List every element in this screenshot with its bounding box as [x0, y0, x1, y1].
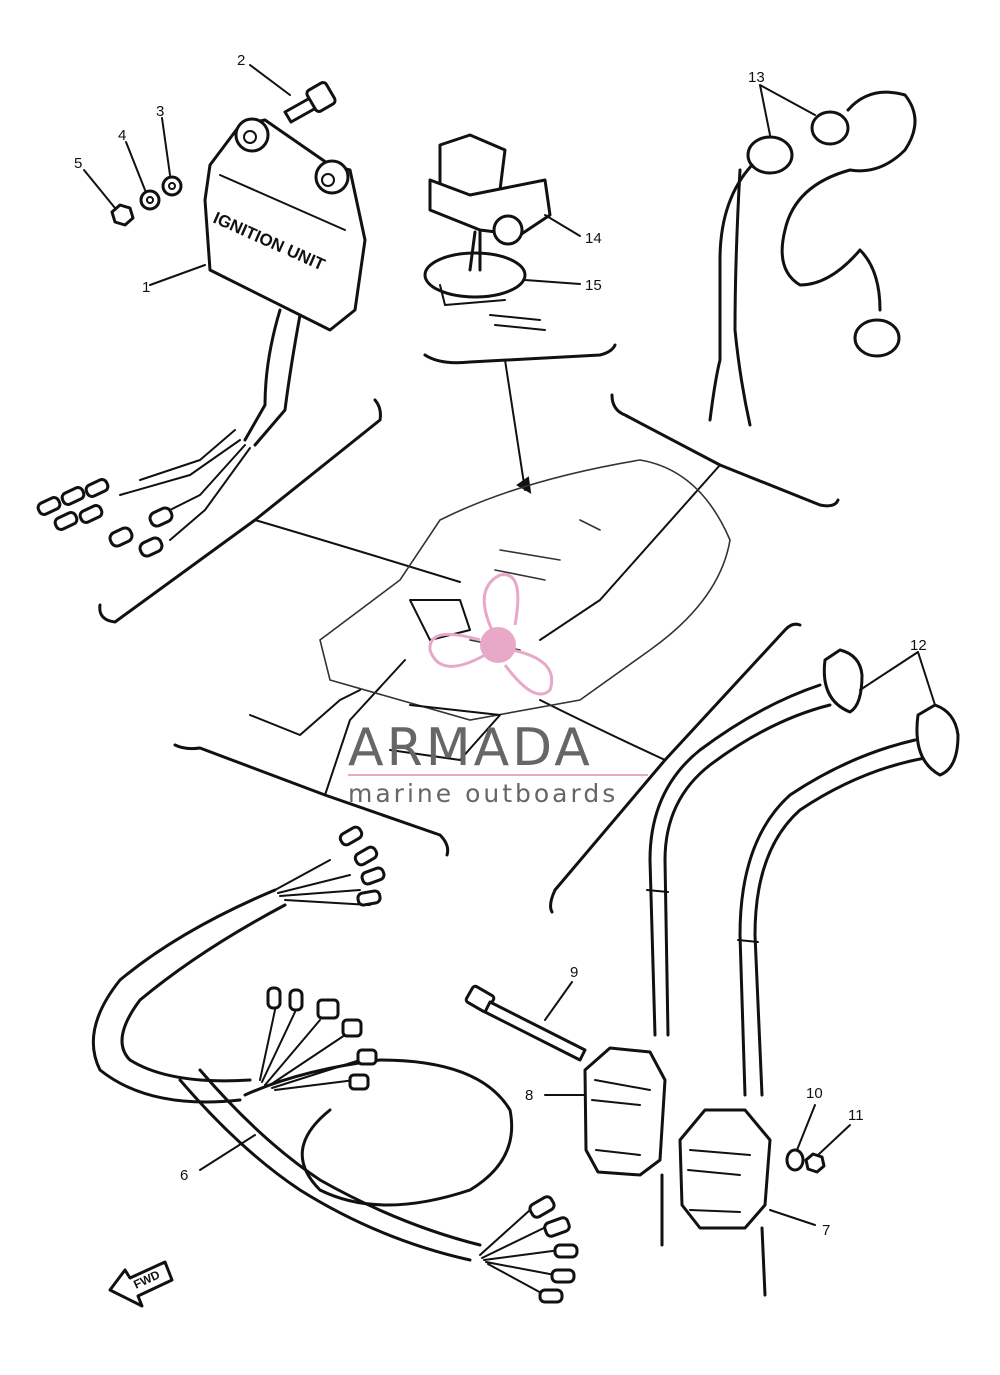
- callout-9: 9: [570, 964, 578, 981]
- mounting-band: [423, 251, 527, 299]
- harness-main-run-b: [198, 1068, 482, 1247]
- coil-7-lead: [760, 1226, 767, 1297]
- harness-lower-loop: [243, 1058, 514, 1207]
- switch-cable-a: [708, 163, 754, 422]
- relay-assembly: [423, 133, 552, 331]
- switch-ring-terminal: [853, 318, 901, 358]
- bracket-relay-group: [423, 343, 617, 365]
- leader-relay: [504, 359, 526, 491]
- ignition-unit-assembly: IGNITION UNIT: [36, 81, 367, 558]
- fwd-arrow-shape: [108, 1260, 174, 1308]
- switch-loop-cable: [780, 90, 917, 312]
- propeller-logo: [428, 573, 554, 696]
- watermark: ARMADA marine outboards: [348, 573, 648, 808]
- callout-2: 2: [237, 52, 245, 69]
- callout-8: 8: [525, 1087, 533, 1104]
- leader-switch: [539, 464, 721, 641]
- coil-7-cable-a: [738, 738, 917, 937]
- ignition-mount-hole-right: [321, 173, 335, 187]
- engine-mount-detail: [389, 704, 501, 761]
- coil-7-cable-b: [753, 756, 927, 937]
- switch-cable-b: [733, 168, 752, 427]
- bracket-ignition-group: [98, 398, 382, 624]
- relay-leads: [468, 230, 482, 272]
- coil-8-lower-cable: [648, 858, 670, 1037]
- harness-top-fanout: [274, 859, 371, 906]
- harness-upper-loop-inner: [120, 903, 287, 1083]
- coil-8-cable-b: [663, 703, 832, 862]
- engine-ignition-detail: [409, 599, 471, 641]
- callout-15: 15: [585, 277, 602, 294]
- callout-13: 13: [748, 69, 765, 86]
- coil-8-cable-a: [648, 683, 822, 862]
- ignition-cable-a: [243, 308, 282, 442]
- callout-3: 3: [156, 103, 164, 120]
- engine-overview: [249, 459, 731, 761]
- harness-middle-fanout: [259, 1009, 361, 1091]
- watermark-subtitle: marine outboards: [348, 779, 618, 808]
- plug-cap-upper: [822, 648, 864, 714]
- ignition-connectors: [36, 478, 174, 558]
- ignition-wire-fanout: [119, 429, 251, 541]
- band-tab: [439, 284, 506, 306]
- ignition-coils: [464, 648, 960, 1297]
- callout-11: 11: [848, 1107, 864, 1124]
- switch-assembly: [708, 90, 917, 427]
- harness-upper-loop-outer: [91, 888, 277, 1104]
- coil-7-lower-cable: [738, 933, 764, 1097]
- bolt-head: [305, 81, 337, 113]
- bracket-switch-group: [610, 393, 840, 508]
- prop-blade-left: [428, 632, 486, 668]
- callout-6: 6: [180, 1167, 188, 1184]
- harness-main-run-a: [178, 1078, 472, 1262]
- plug-cap-lower: [915, 703, 960, 777]
- switch-nut: [810, 110, 850, 146]
- switch-body: [746, 135, 794, 175]
- prop-hub: [480, 627, 516, 663]
- engine-outline: [319, 459, 731, 721]
- leader-coil: [539, 699, 666, 761]
- leader-harness: [324, 659, 406, 796]
- ignition-mount-hole-top: [243, 130, 257, 144]
- callout-7: 7: [822, 1222, 830, 1239]
- callout-numbers: 1 2 3 4 5 6 7 8 9 10 11 12 13 14 15: [74, 52, 927, 1239]
- coil-7-body: [678, 1108, 772, 1230]
- washer-10: [785, 1148, 805, 1172]
- coil-8-body: [583, 1046, 667, 1177]
- callout-5: 5: [74, 155, 82, 172]
- callout-1: 1: [142, 279, 150, 296]
- prop-blade-right: [503, 648, 554, 696]
- callout-4: 4: [118, 127, 126, 144]
- relay-connector-wires: [489, 314, 546, 331]
- prop-blade-top: [482, 573, 520, 641]
- ignition-mount-ear-top: [234, 117, 270, 153]
- ignition-cable-b: [253, 313, 302, 447]
- callout-14: 14: [585, 230, 602, 247]
- relay-mount-boss: [492, 214, 524, 246]
- leader-ignition: [254, 519, 461, 583]
- watermark-title: ARMADA: [348, 718, 593, 778]
- washer-4: [139, 189, 161, 211]
- harness-connectors: [266, 825, 579, 1304]
- wire-harness: [91, 825, 579, 1304]
- engine-lower-detail: [249, 689, 361, 736]
- leader-lines: [254, 359, 721, 796]
- ignition-unit-edge: [219, 174, 346, 231]
- harness-bottom-fanout: [479, 1209, 561, 1296]
- callout-10: 10: [806, 1085, 823, 1102]
- washer-3: [161, 175, 183, 197]
- long-bolt-shank: [483, 1000, 587, 1062]
- nut-5: [110, 203, 135, 227]
- nut-11: [804, 1152, 826, 1174]
- callout-12: 12: [910, 637, 927, 654]
- callout-leaders: [83, 64, 936, 1226]
- forward-direction-arrow: FWD: [108, 1260, 174, 1308]
